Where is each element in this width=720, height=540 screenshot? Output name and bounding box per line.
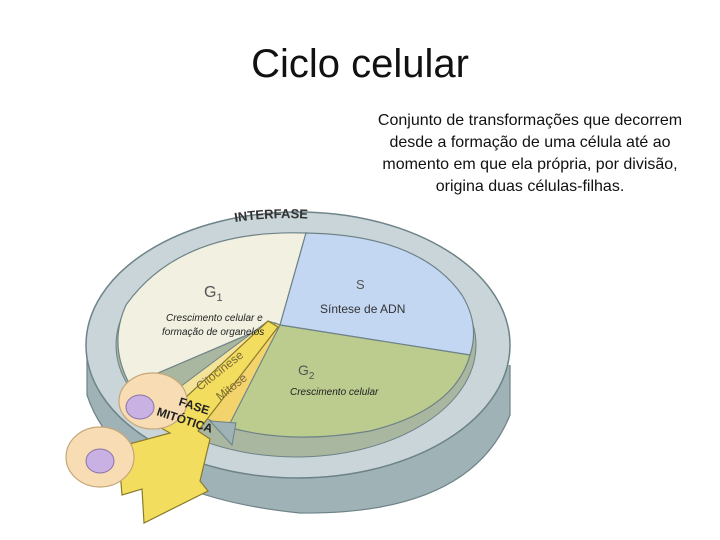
s-sector [279, 232, 475, 356]
s-description: Síntese de ADN [320, 302, 405, 316]
s-label: S [356, 277, 365, 292]
g2-sector [227, 324, 471, 438]
g1-label: G1 [204, 284, 223, 304]
definition-text: Conjunto de transformações que decorrem … [377, 112, 683, 195]
cell-cycle-diagram: INTERFASE G1 Crescimento celular e forma… [65, 206, 511, 524]
g1-sector [117, 232, 307, 386]
g2-label: G2 [298, 362, 315, 382]
mitotic-arrow [117, 320, 279, 524]
nucleus-top [125, 394, 155, 420]
interfase-label: INTERFASE [233, 206, 308, 225]
g1-description-line1: Crescimento celular e [166, 313, 263, 324]
cell-top [118, 372, 188, 430]
cell-bottom [65, 426, 135, 488]
slide-title: Ciclo celular [251, 42, 469, 86]
g1-description-line2: formação de organelos [162, 327, 264, 338]
nucleus-bottom [85, 448, 115, 474]
ring-arrowhead [208, 420, 237, 447]
g2-description: Crescimento celular [290, 387, 379, 398]
